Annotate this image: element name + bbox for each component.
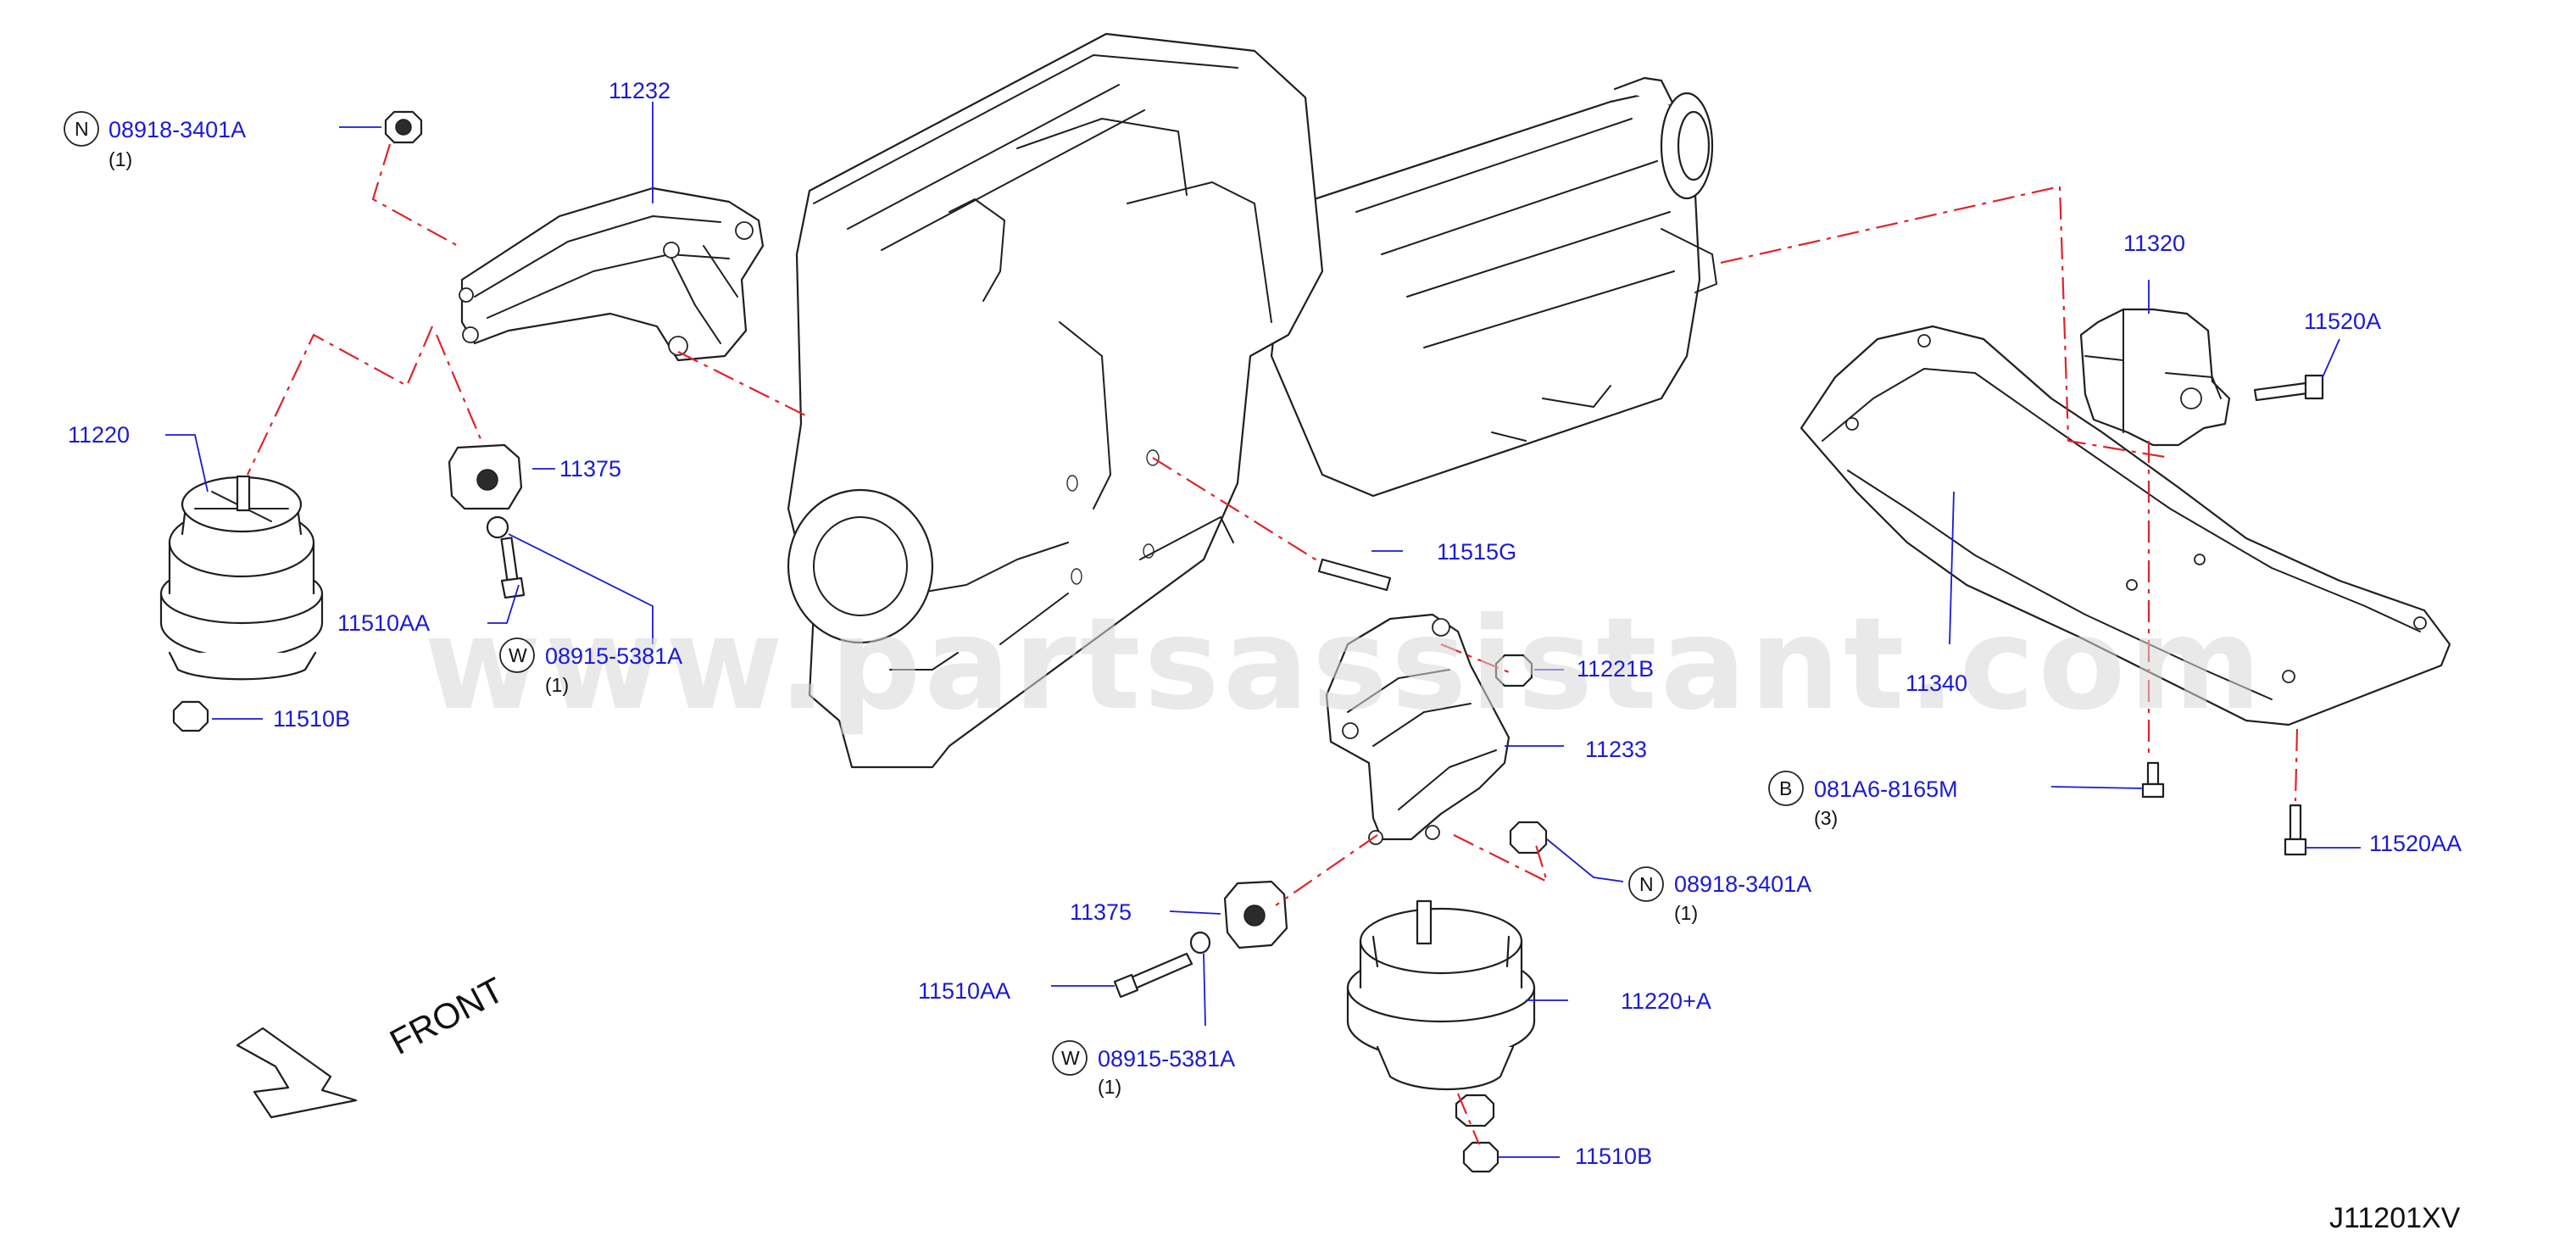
label-11520aa[interactable]: 11520AA	[2369, 831, 2462, 856]
label-08918-3401a-mid[interactable]: 08918-3401A	[1674, 871, 1811, 897]
label-11515g[interactable]: 11515G	[1437, 539, 1516, 565]
qty-081a6-8165m: (3)	[1814, 807, 1838, 829]
bracket-11233-illustration	[1325, 613, 1511, 845]
prefix-b-right: B	[1779, 777, 1792, 799]
diagram-code: J11201XV	[2329, 1202, 2461, 1234]
crossmember-11340-illustration	[1800, 325, 2451, 726]
bracket-11232-illustration	[459, 186, 765, 362]
label-11320[interactable]: 11320	[2123, 231, 2185, 256]
qty-08915-5381a-mid: (1)	[1098, 1076, 1121, 1098]
prefix-n-top: N	[75, 118, 89, 140]
label-11375-left[interactable]: 11375	[559, 456, 621, 481]
label-11510b-mid[interactable]: 11510B	[1575, 1144, 1652, 1169]
label-08915-5381a-mid[interactable]: 08915-5381A	[1098, 1046, 1235, 1072]
label-11221b[interactable]: 11221B	[1577, 656, 1654, 682]
engine-mount-11220-illustration	[159, 475, 324, 732]
watermark: www.partsassistant.com	[424, 591, 2265, 738]
prefix-circles: N W N W B	[64, 111, 1804, 1076]
qty-08918-3401a-mid: (1)	[1674, 902, 1698, 924]
label-11510b-left[interactable]: 11510B	[273, 706, 350, 732]
label-081a6-8165m[interactable]: 081A6-8165M	[1814, 777, 1958, 802]
label-11232[interactable]: 11232	[609, 78, 670, 103]
part-labels: 11232 08918-3401A (1) 11220 11375 11510A…	[68, 78, 2462, 1169]
rear-mount-11320-illustration	[2079, 308, 2231, 447]
qty-08915-5381a-left: (1)	[545, 674, 569, 696]
label-11520a[interactable]: 11520A	[2304, 309, 2381, 334]
label-11510aa-mid[interactable]: 11510AA	[918, 978, 1010, 1004]
label-11220a[interactable]: 11220+A	[1621, 988, 1711, 1014]
leader-lines	[165, 102, 2361, 1158]
label-11233[interactable]: 11233	[1585, 737, 1647, 762]
label-11340[interactable]: 11340	[1906, 671, 1967, 696]
engine-mount-11220a-illustration	[1346, 899, 1536, 1173]
prefix-n-mid: N	[1639, 873, 1654, 895]
hardware-illustrations	[384, 110, 2324, 999]
label-08915-5381a-left[interactable]: 08915-5381A	[545, 643, 682, 669]
prefix-w-mid: W	[1061, 1047, 1080, 1069]
label-08918-3401a-top[interactable]: 08918-3401A	[108, 117, 246, 142]
label-11375-mid[interactable]: 11375	[1070, 899, 1132, 925]
prefix-w-left: W	[509, 644, 527, 666]
front-label: FRONT	[383, 970, 510, 1062]
label-11220[interactable]: 11220	[68, 422, 130, 448]
front-arrow: FRONT	[236, 970, 510, 1119]
label-11510aa-left[interactable]: 11510AA	[337, 610, 430, 636]
qty-08918-3401a-top: (1)	[108, 148, 132, 170]
engine-transmission-illustration	[787, 32, 1717, 769]
assembly-dash-lines	[247, 143, 2299, 1145]
